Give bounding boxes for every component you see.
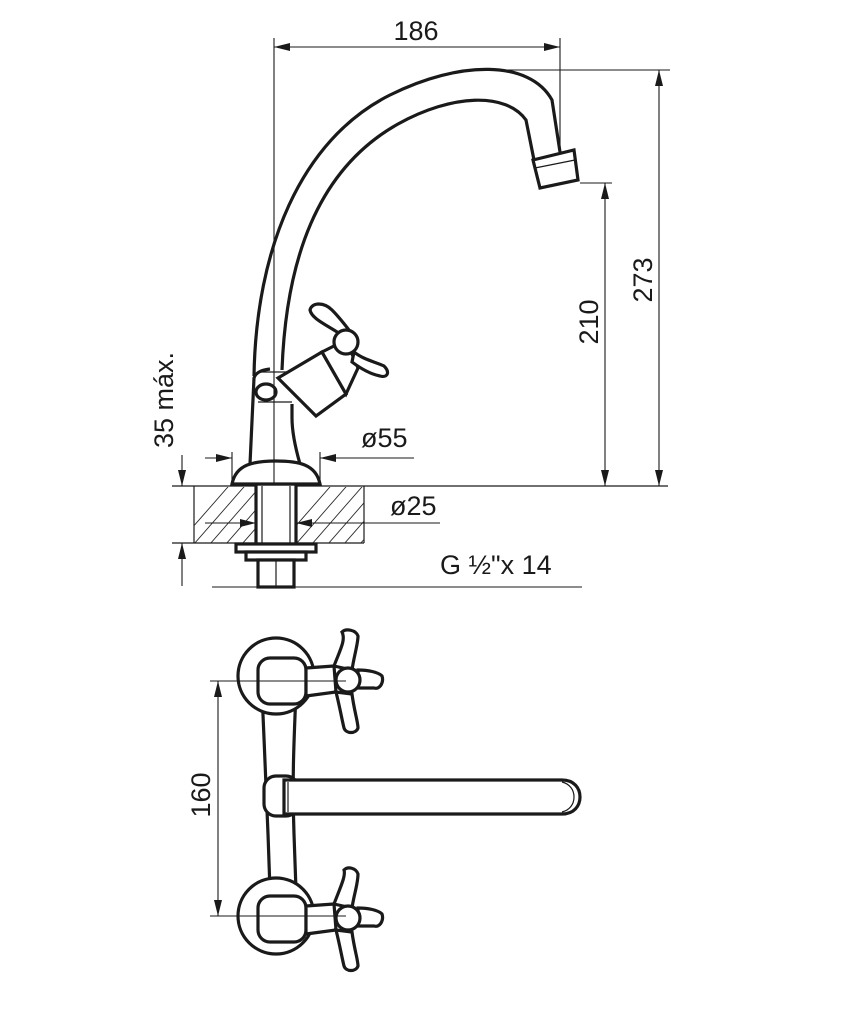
dim-thread: G ½"x 14 <box>212 550 582 588</box>
dim-label-160: 160 <box>186 772 216 817</box>
dim-width-186: 186 <box>273 16 561 484</box>
dim-label-35-max: 35 máx. <box>149 352 179 448</box>
dim-label-thread: G ½"x 14 <box>440 550 552 580</box>
side-view: 186 273 210 35 máx. <box>149 16 670 589</box>
gooseneck-spout <box>252 67 580 377</box>
top-view: 160 <box>186 628 582 973</box>
dim-label-o25: ø25 <box>390 491 437 521</box>
dim-spacing-160: 160 <box>186 680 346 917</box>
dim-diameter-55: ø55 <box>205 423 414 484</box>
dim-label-273: 273 <box>628 257 658 302</box>
dim-thickness-35: 35 máx. <box>149 352 236 586</box>
dim-diameter-25: ø25 <box>205 491 440 527</box>
valve-handle <box>275 302 390 419</box>
dim-label-210: 210 <box>574 299 604 344</box>
dim-height-273: 273 <box>500 69 670 486</box>
dim-label-o55: ø55 <box>361 423 408 453</box>
dim-height-210: 210 <box>574 182 612 486</box>
faucet-body <box>248 367 302 465</box>
lower-fitting <box>236 866 385 973</box>
base-escutcheon <box>230 459 322 486</box>
swivel-spout <box>262 774 582 818</box>
dim-label-186: 186 <box>393 16 438 46</box>
